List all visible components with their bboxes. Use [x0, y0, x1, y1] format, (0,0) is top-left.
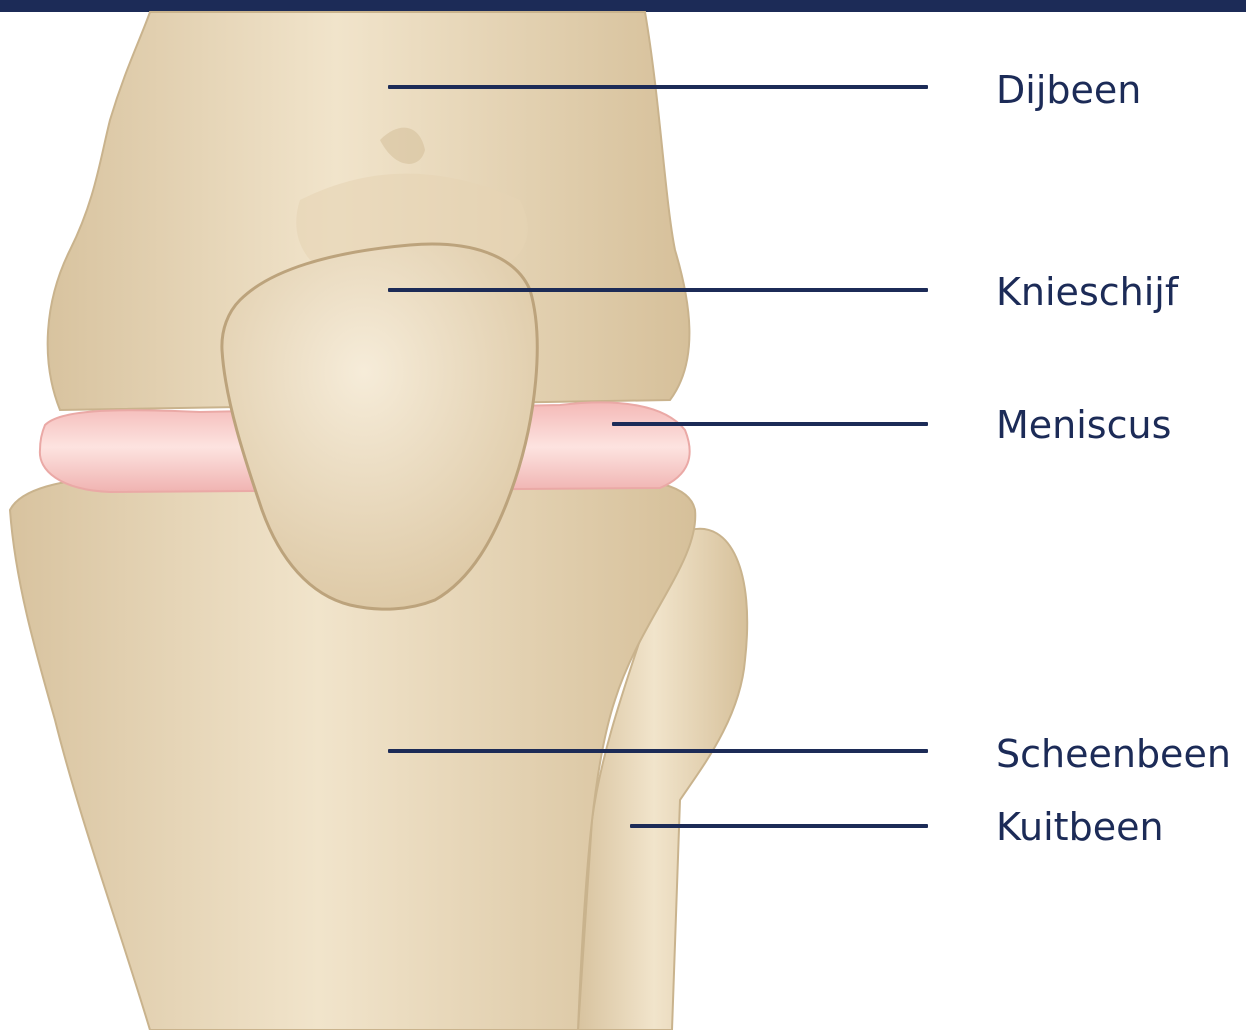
femur-leader-line	[388, 85, 928, 89]
patella-label: Knieschijf	[996, 270, 1178, 314]
fibula-label: Kuitbeen	[996, 805, 1164, 849]
tibia-leader-line	[388, 749, 928, 753]
tibia-label: Scheenbeen	[996, 732, 1231, 776]
meniscus-label: Meniscus	[996, 403, 1171, 447]
fibula-leader-line	[630, 824, 928, 828]
femur-label: Dijbeen	[996, 68, 1141, 112]
meniscus-leader-line	[612, 422, 928, 426]
patella-leader-line	[388, 288, 928, 292]
